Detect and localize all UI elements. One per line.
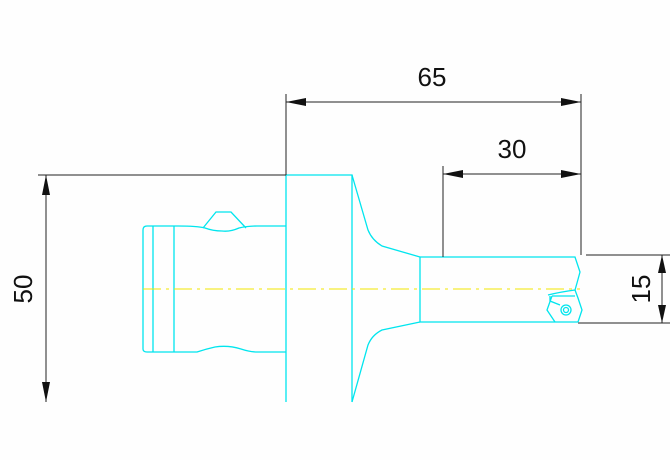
dimension-label-15: 15 [626,275,656,304]
dimension-bar-length: 30 [442,134,581,257]
shank [142,211,286,353]
dimension-label-50: 50 [8,275,38,304]
dimension-label-30: 30 [498,134,527,164]
dimension-flange-height: 50 [8,174,286,402]
dimension-bar-diameter: 15 [578,254,670,324]
dimension-overall-length: 65 [285,62,582,255]
dimension-label-65: 65 [418,62,447,92]
flange [285,174,421,403]
boring-bar [419,256,583,323]
